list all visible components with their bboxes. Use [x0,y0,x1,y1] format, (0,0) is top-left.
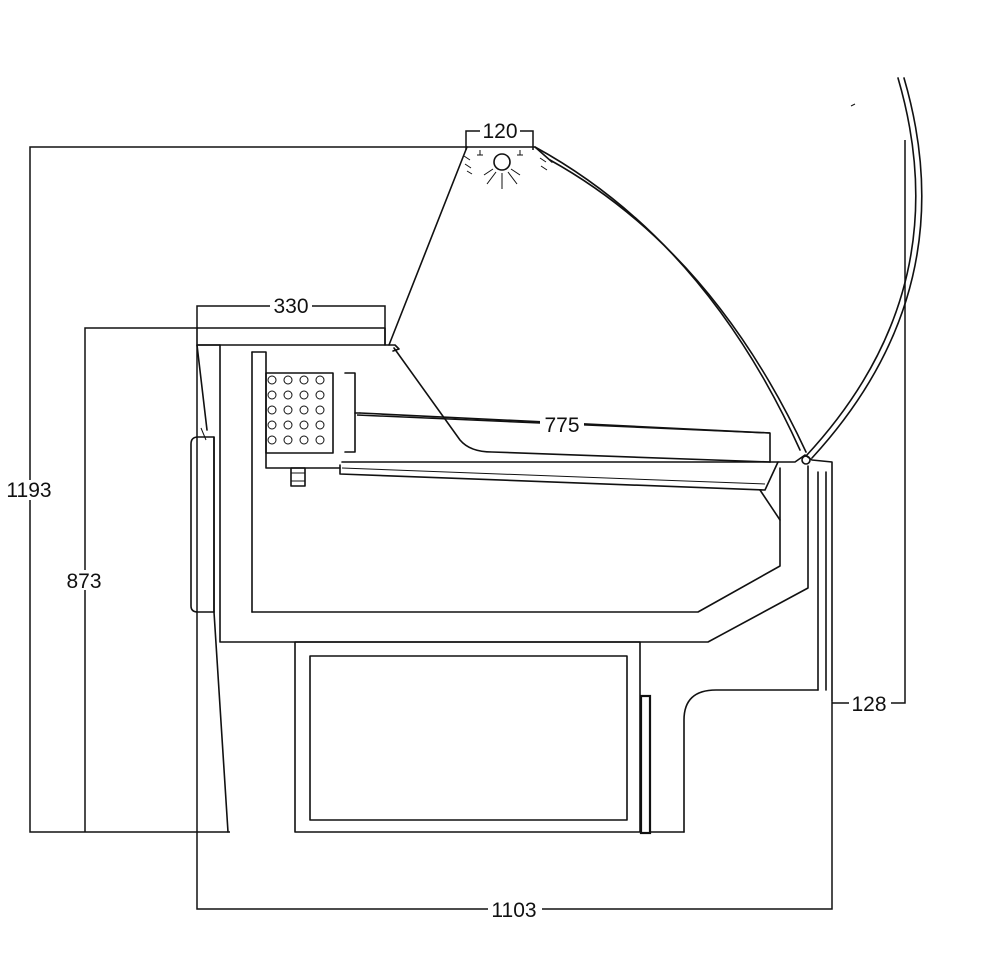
gastronorm-tray-icon [265,372,361,454]
dim-label-total-depth: 1103 [491,899,536,922]
base-storage [294,641,819,835]
label-bg [480,121,520,141]
tray-holes [267,375,325,445]
canopy-fixtures [463,150,548,175]
dim-line-total-height [29,146,467,833]
top-shelf [196,327,400,431]
dimension-lines [29,130,906,910]
lamp-icon [483,153,521,189]
dim-line-counter-height [84,327,198,832]
light-canopy [388,146,553,346]
dim-label-display-depth: 775 [544,414,579,437]
dim-label-total-height: 1193 [6,479,51,502]
dim-label-counter-height: 873 [66,570,101,593]
label-bg [62,570,106,590]
label-bg [2,480,56,500]
cabinet-body [197,344,809,833]
rear-side-panel [190,427,215,613]
open-glass-door [805,77,923,459]
front-panel [777,454,833,701]
label-bg [540,414,584,434]
label-bg [488,899,542,919]
display-deck [339,347,781,521]
dim-label-shelf-depth: 330 [273,295,308,318]
label-bg [270,296,312,316]
label-bg [849,693,891,713]
dimension-labels: 120 330 775 1193 873 128 1103 [2,120,891,922]
dim-label-light-width: 120 [482,120,517,143]
front-curved-glass [534,146,807,453]
dim-label-glass-overhang: 128 [851,693,886,716]
